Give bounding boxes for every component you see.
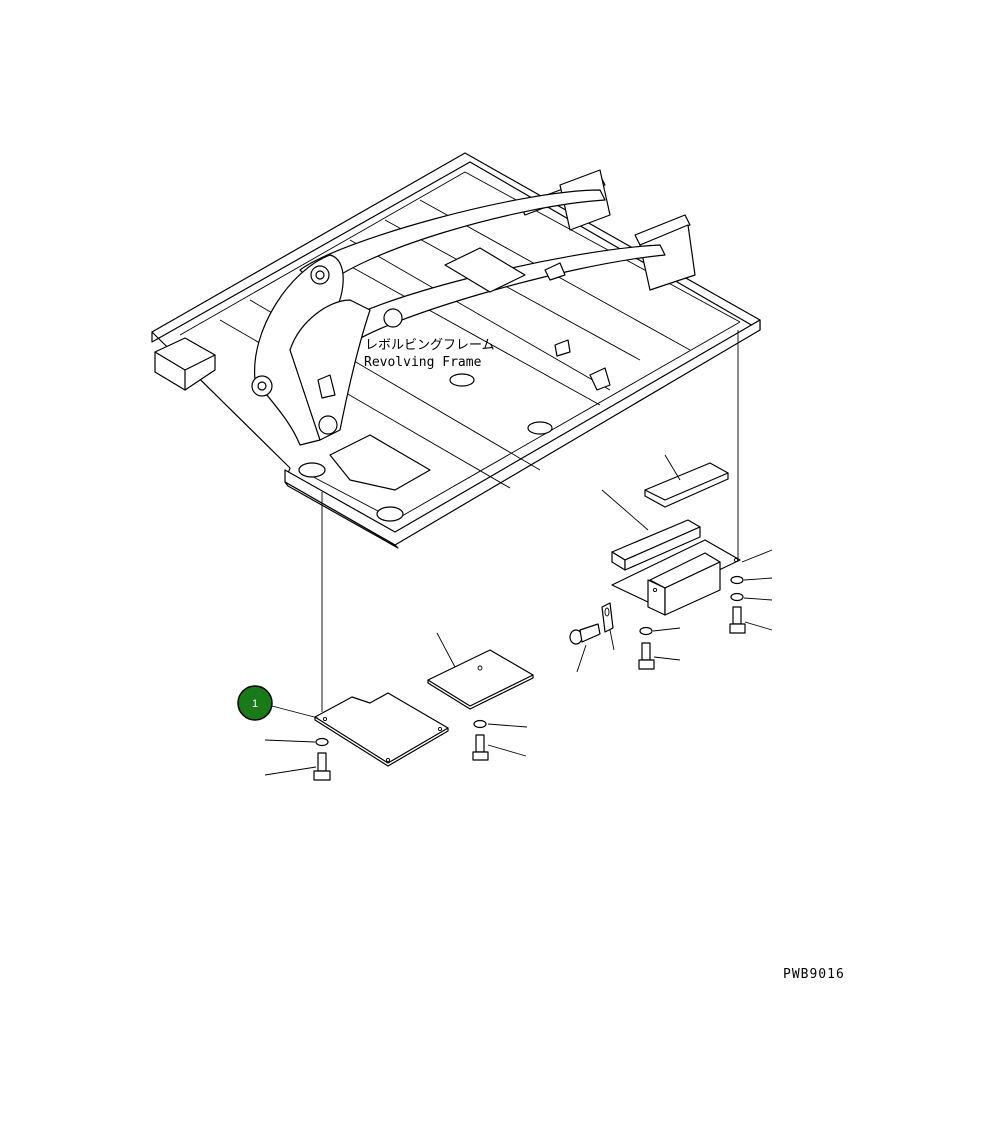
- cover-strip: [644, 462, 729, 508]
- bolt: [313, 752, 331, 781]
- bolt: [472, 734, 489, 761]
- bolt-plug: [569, 623, 601, 645]
- callout-1[interactable]: 1: [237, 685, 319, 721]
- washer: [473, 719, 487, 729]
- washer: [730, 575, 744, 585]
- box-cover: [611, 539, 741, 616]
- frame-label-en: Revolving Frame: [364, 355, 482, 370]
- undercover-plate: [314, 692, 449, 767]
- drawing-code: PWB9016: [783, 967, 845, 982]
- washer: [315, 737, 329, 747]
- callout-circle[interactable]: [237, 685, 273, 721]
- bar-bracket: [611, 519, 701, 571]
- washer: [730, 592, 744, 602]
- clip: [601, 602, 614, 633]
- bolt: [638, 642, 655, 670]
- bolt: [729, 606, 746, 634]
- cover-plate: [427, 649, 534, 710]
- frame-label-jp: レボルビングフレーム: [365, 338, 495, 353]
- revolving-frame: [151, 152, 761, 549]
- washer: [639, 626, 653, 636]
- callout-number: 1: [252, 698, 258, 710]
